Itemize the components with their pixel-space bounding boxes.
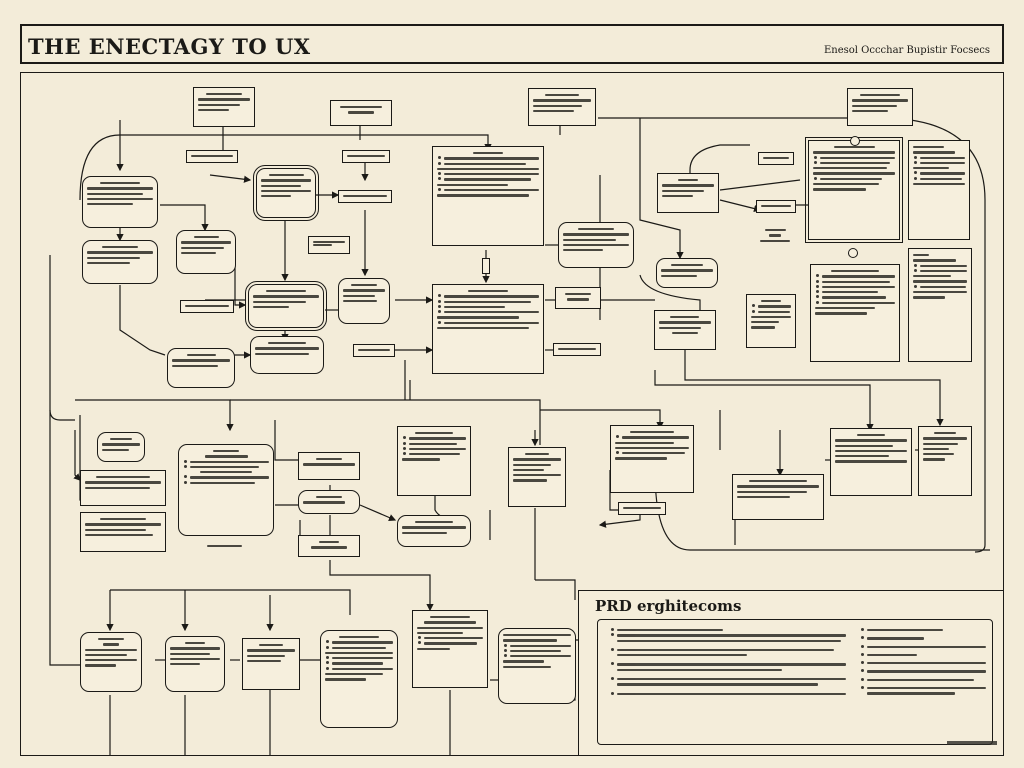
node-mid-14	[830, 428, 912, 496]
node-mid-1	[97, 432, 145, 462]
node-mid-6	[298, 452, 360, 480]
node-right-6-icon	[850, 136, 860, 146]
prd-panel: PRD erghitecoms	[578, 590, 1004, 756]
node-center-4	[555, 287, 601, 309]
node-right-6	[805, 137, 903, 243]
tag-5	[353, 344, 395, 357]
title-frame: THE ENECTAGY TO UX Enesol Occchar Bupist…	[20, 24, 1004, 64]
node-center-1	[432, 146, 544, 246]
node-right-4	[756, 224, 794, 256]
node-right-5	[746, 294, 796, 348]
node-mid-15	[918, 426, 972, 496]
node-bottom-3	[242, 638, 300, 690]
tag-9	[308, 236, 350, 254]
node-right-8	[810, 264, 900, 362]
node-left-6	[338, 278, 390, 324]
node-left-5	[245, 281, 327, 331]
prd-list	[597, 619, 993, 745]
page-subtitle: Enesol Occchar Bupistir Focsecs	[823, 45, 990, 56]
node-mid-5	[195, 540, 253, 556]
node-right-8-icon	[848, 248, 858, 258]
node-left-1	[82, 176, 158, 228]
node-right-3	[654, 310, 716, 350]
node-left-7	[167, 348, 235, 388]
node-center-2	[432, 284, 544, 374]
prd-right-column	[860, 626, 986, 698]
node-mid-4	[178, 444, 274, 536]
node-right-9	[908, 248, 972, 362]
prd-left-column	[610, 626, 846, 698]
tag-4	[180, 300, 234, 313]
node-mid-2	[80, 470, 166, 506]
node-mid-12	[610, 425, 694, 493]
page-title: THE ENECTAGY TO UX	[28, 34, 311, 59]
node-top-1	[193, 87, 255, 127]
tag-7	[756, 200, 796, 213]
node-center-3	[558, 222, 634, 268]
node-right-1	[657, 173, 719, 213]
diagram-frame	[20, 72, 1004, 756]
node-left-4	[176, 230, 236, 274]
node-bottom-6	[498, 628, 576, 704]
connector-node-icon	[482, 258, 490, 274]
node-right-7	[908, 140, 970, 240]
tag-6	[553, 343, 601, 356]
node-top-right	[847, 88, 913, 126]
node-mid-11	[508, 447, 566, 507]
corner-signature	[947, 741, 997, 745]
tag-3	[758, 152, 794, 165]
node-bottom-5	[412, 610, 488, 688]
node-top-2	[330, 100, 392, 126]
node-left-3	[253, 165, 319, 221]
node-mid-3	[80, 512, 166, 552]
node-left-8	[250, 336, 324, 374]
node-mid-7	[298, 490, 360, 514]
tag-10	[618, 502, 666, 515]
node-mid-9	[397, 426, 471, 496]
node-right-2	[656, 258, 718, 288]
node-mid-10	[397, 515, 471, 547]
tag-2	[342, 150, 390, 163]
prd-title: PRD erghitecoms	[595, 597, 742, 615]
node-top-3	[528, 88, 596, 126]
node-mid-8	[298, 535, 360, 557]
node-bottom-4	[320, 630, 398, 728]
tag-1	[186, 150, 238, 163]
node-bottom-1	[80, 632, 142, 692]
node-mid-13	[732, 474, 824, 520]
node-left-2	[82, 240, 158, 284]
tag-8	[338, 190, 392, 203]
node-bottom-2	[165, 636, 225, 692]
